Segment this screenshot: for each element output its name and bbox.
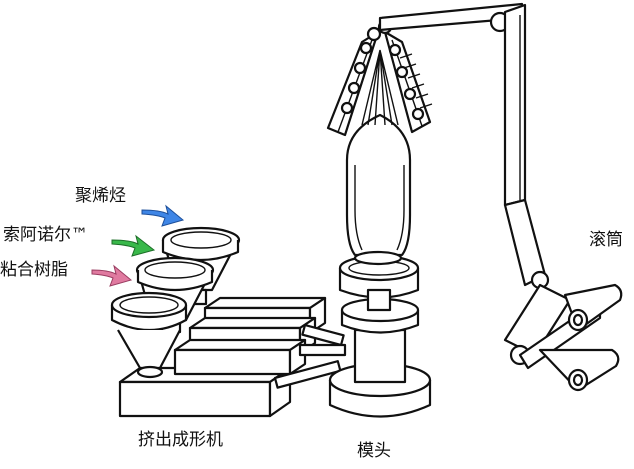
label-die: 模头	[357, 441, 391, 461]
hopper-surlyn	[135, 256, 215, 334]
collapsing-frame	[326, 19, 433, 137]
label-polyolefin: 聚烯烃	[75, 186, 126, 206]
winding-rollers	[538, 283, 623, 392]
arrow-surlyn	[111, 234, 156, 257]
film-bubble	[345, 113, 412, 266]
arrow-polyolefin	[141, 204, 185, 227]
label-extruder: 挤出成形机	[138, 430, 223, 450]
die-head	[328, 254, 432, 418]
arrow-adhesive-resin	[91, 264, 133, 287]
label-adhesive-resin: 粘合树脂	[0, 260, 68, 280]
label-roller: 滚筒	[589, 230, 623, 250]
extruder-machine	[118, 296, 347, 418]
hopper-adhesive-resin	[110, 291, 188, 379]
label-surlyn: 索阿诺尔™	[3, 225, 88, 245]
